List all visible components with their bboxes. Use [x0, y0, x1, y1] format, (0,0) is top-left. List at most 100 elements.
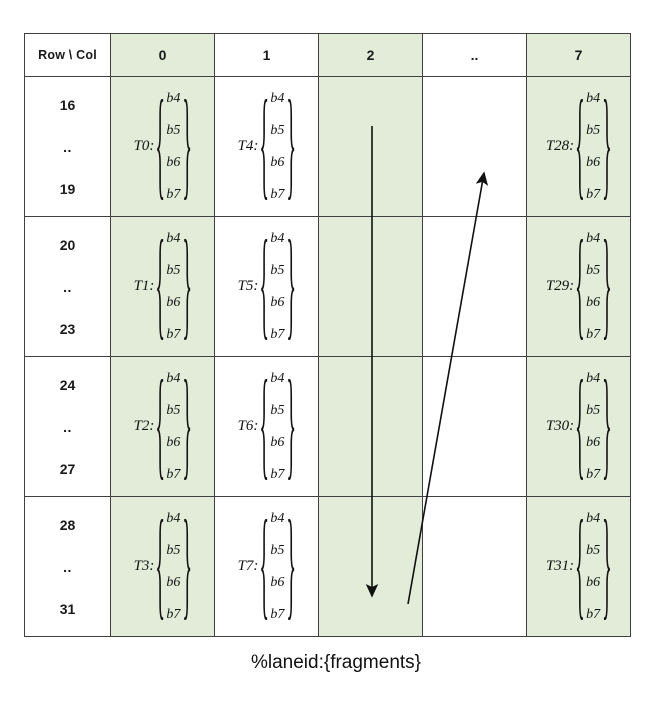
brace-open-icon: {	[155, 219, 166, 354]
fragment-register: b7	[166, 466, 181, 482]
fragment-register: b5	[166, 262, 181, 278]
column-header-ellipsis: ..	[422, 33, 527, 77]
brace-open-icon: {	[259, 359, 270, 494]
fragment-register: b4	[270, 370, 285, 386]
thread-label: T28:	[545, 138, 575, 154]
fragment-register: b7	[270, 186, 285, 202]
fragment-register: b7	[166, 186, 181, 202]
fragment-register: b5	[586, 262, 601, 278]
row-label-part: ..	[63, 418, 72, 435]
figure-caption: %laneid:{fragments}	[250, 652, 422, 673]
thread-label: T0:	[133, 138, 155, 154]
fragment-register: b6	[270, 434, 285, 450]
thread-label: T4:	[237, 138, 259, 154]
fragment-register: b7	[270, 606, 285, 622]
fragment-register: b5	[270, 542, 285, 558]
brace-close-icon: }	[182, 79, 193, 214]
row-label-part: ..	[63, 278, 72, 295]
row-label-24: 24.. 27	[24, 356, 111, 497]
fragment-cell	[318, 356, 423, 497]
fragment-register: b5	[586, 122, 601, 138]
fragment-register: b4	[166, 230, 181, 246]
row-label-28: 28.. 31	[24, 496, 111, 637]
fragment-register: b7	[166, 606, 181, 622]
header-row: Row \ Col 0 1 2 .. 7	[24, 33, 631, 77]
fragment-register: b5	[166, 122, 181, 138]
fragment-register: b5	[270, 402, 285, 418]
brace-open-icon: {	[259, 79, 270, 214]
brace-open-icon: {	[259, 499, 270, 634]
fragment-register: b7	[586, 186, 601, 202]
fragment-register: b6	[270, 574, 285, 590]
fragment-register: b5	[166, 402, 181, 418]
fragment-register: b4	[586, 510, 601, 526]
fragment-cell	[318, 216, 423, 357]
brace-close-icon: }	[602, 499, 612, 634]
thread-label: T29:	[545, 278, 575, 294]
brace-close-icon: }	[286, 359, 297, 494]
fragment-register: b7	[270, 326, 285, 342]
thread-label: T2:	[133, 418, 155, 434]
fragment-cell	[422, 496, 527, 637]
fragment-register: b6	[166, 434, 181, 450]
fragment-register-list: b4 b5 b6 b7	[584, 510, 602, 622]
brace-open-icon: {	[575, 499, 585, 634]
fragment-cell	[422, 76, 527, 217]
fragment-register: b7	[270, 466, 285, 482]
row-label-part: 31	[59, 600, 76, 617]
fragment-register: b4	[586, 370, 601, 386]
fragment-register: b4	[586, 230, 601, 246]
row-label-part: 23	[59, 320, 76, 337]
row-label-part: ..	[63, 558, 72, 575]
fragment-register: b4	[166, 90, 181, 106]
fragment-register: b6	[166, 574, 181, 590]
thread-label: T30:	[545, 418, 575, 434]
fragment-cell: T31:{b4 b5 b6 b7}	[526, 496, 631, 637]
row-label-part: 16	[59, 96, 76, 113]
row-label-part: 28	[59, 516, 76, 533]
fragment-register: b6	[586, 434, 601, 450]
row-label-part: 24	[59, 376, 76, 393]
thread-label: T31:	[545, 558, 575, 574]
brace-close-icon: }	[602, 219, 612, 354]
fragment-register: b6	[166, 154, 181, 170]
brace-close-icon: }	[182, 499, 193, 634]
fragment-register: b5	[586, 542, 601, 558]
fragment-register: b6	[270, 154, 285, 170]
column-header-7: 7	[526, 33, 631, 77]
fragment-cell	[422, 356, 527, 497]
fragment-cell	[422, 216, 527, 357]
brace-open-icon: {	[575, 219, 585, 354]
fragment-register: b4	[166, 510, 181, 526]
brace-open-icon: {	[575, 79, 585, 214]
fragment-register-list: b4 b5 b6 b7	[268, 370, 286, 482]
brace-open-icon: {	[575, 359, 585, 494]
thread-label: T3:	[133, 558, 155, 574]
fragment-register: b7	[586, 466, 601, 482]
row-label-part: 27	[59, 460, 76, 477]
fragment-cell	[318, 496, 423, 637]
fragment-register: b6	[586, 574, 601, 590]
row-label-part: ..	[63, 138, 72, 155]
thread-label: T7:	[237, 558, 259, 574]
column-header-0: 0	[110, 33, 215, 77]
fragment-register: b7	[586, 606, 601, 622]
fragment-register: b4	[270, 230, 285, 246]
row-label-20: 20..23	[24, 216, 111, 357]
